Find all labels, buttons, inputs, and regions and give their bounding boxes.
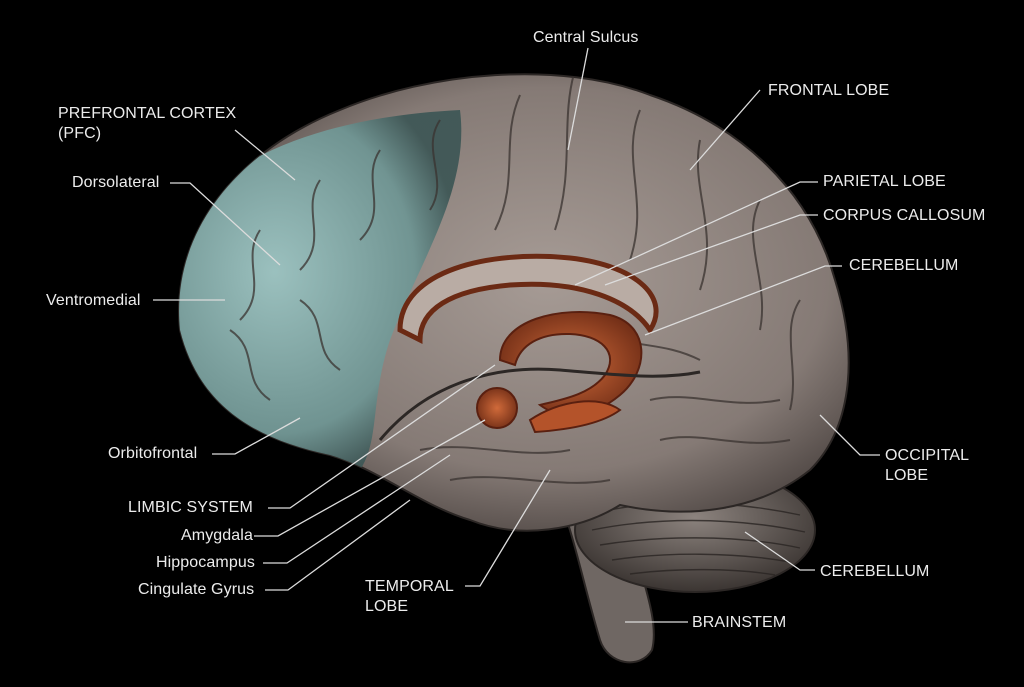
leader-orbitofrontal xyxy=(212,417,301,455)
label-central-sulcus: Central Sulcus xyxy=(533,29,639,46)
leader-lines xyxy=(153,47,880,623)
label-cerebellum-lower: CEREBELLUM xyxy=(820,563,930,580)
leader-dorsolateral xyxy=(170,182,281,266)
leader-central-sulcus xyxy=(567,47,589,151)
leader-cerebellum-upper xyxy=(644,265,842,336)
label-ventromedial: Ventromedial xyxy=(46,292,141,309)
label-cingulate-gyrus: Cingulate Gyrus xyxy=(138,581,255,598)
leader-cerebellum-lower xyxy=(744,531,815,571)
leader-hippocampus xyxy=(263,454,451,564)
hippocampus-shape xyxy=(528,400,622,434)
leader-parietal-lobe xyxy=(574,181,818,286)
label-orbitofrontal: Orbitofrontal xyxy=(108,445,198,462)
label-parietal-lobe: PARIETAL LOBE xyxy=(823,173,946,190)
leader-amygdala xyxy=(254,419,486,537)
amygdala-shape xyxy=(476,387,518,429)
leader-occipital-lobe xyxy=(819,414,880,456)
label-hippocampus: Hippocampus xyxy=(156,554,255,571)
label-limbic-system: LIMBIC SYSTEM xyxy=(128,499,253,516)
label-frontal-lobe: FRONTAL LOBE xyxy=(768,82,890,99)
label-cerebellum-upper: CEREBELLUM xyxy=(849,257,959,274)
leader-frontal-lobe xyxy=(689,89,761,171)
label-corpus-callosum: CORPUS CALLOSUM xyxy=(823,207,986,224)
prefrontal-region xyxy=(179,110,462,470)
label-temporal-lobe: TEMPORAL LOBE xyxy=(365,578,454,615)
label-amygdala: Amygdala xyxy=(181,527,253,544)
leader-pfc xyxy=(234,129,296,181)
label-brainstem: BRAINSTEM xyxy=(692,614,787,631)
leader-temporal-lobe xyxy=(465,469,551,587)
leader-cingulate-gyrus xyxy=(265,499,411,591)
leader-limbic-system xyxy=(268,364,496,509)
leader-corpus-callosum xyxy=(604,214,818,286)
label-occipital-lobe: OCCIPITAL LOBE xyxy=(885,447,970,484)
sylvian-fissure xyxy=(378,367,701,441)
label-dorsolateral: Dorsolateral xyxy=(72,174,160,191)
label-prefrontal-cortex: PREFRONTAL CORTEX (PFC) xyxy=(58,105,237,142)
